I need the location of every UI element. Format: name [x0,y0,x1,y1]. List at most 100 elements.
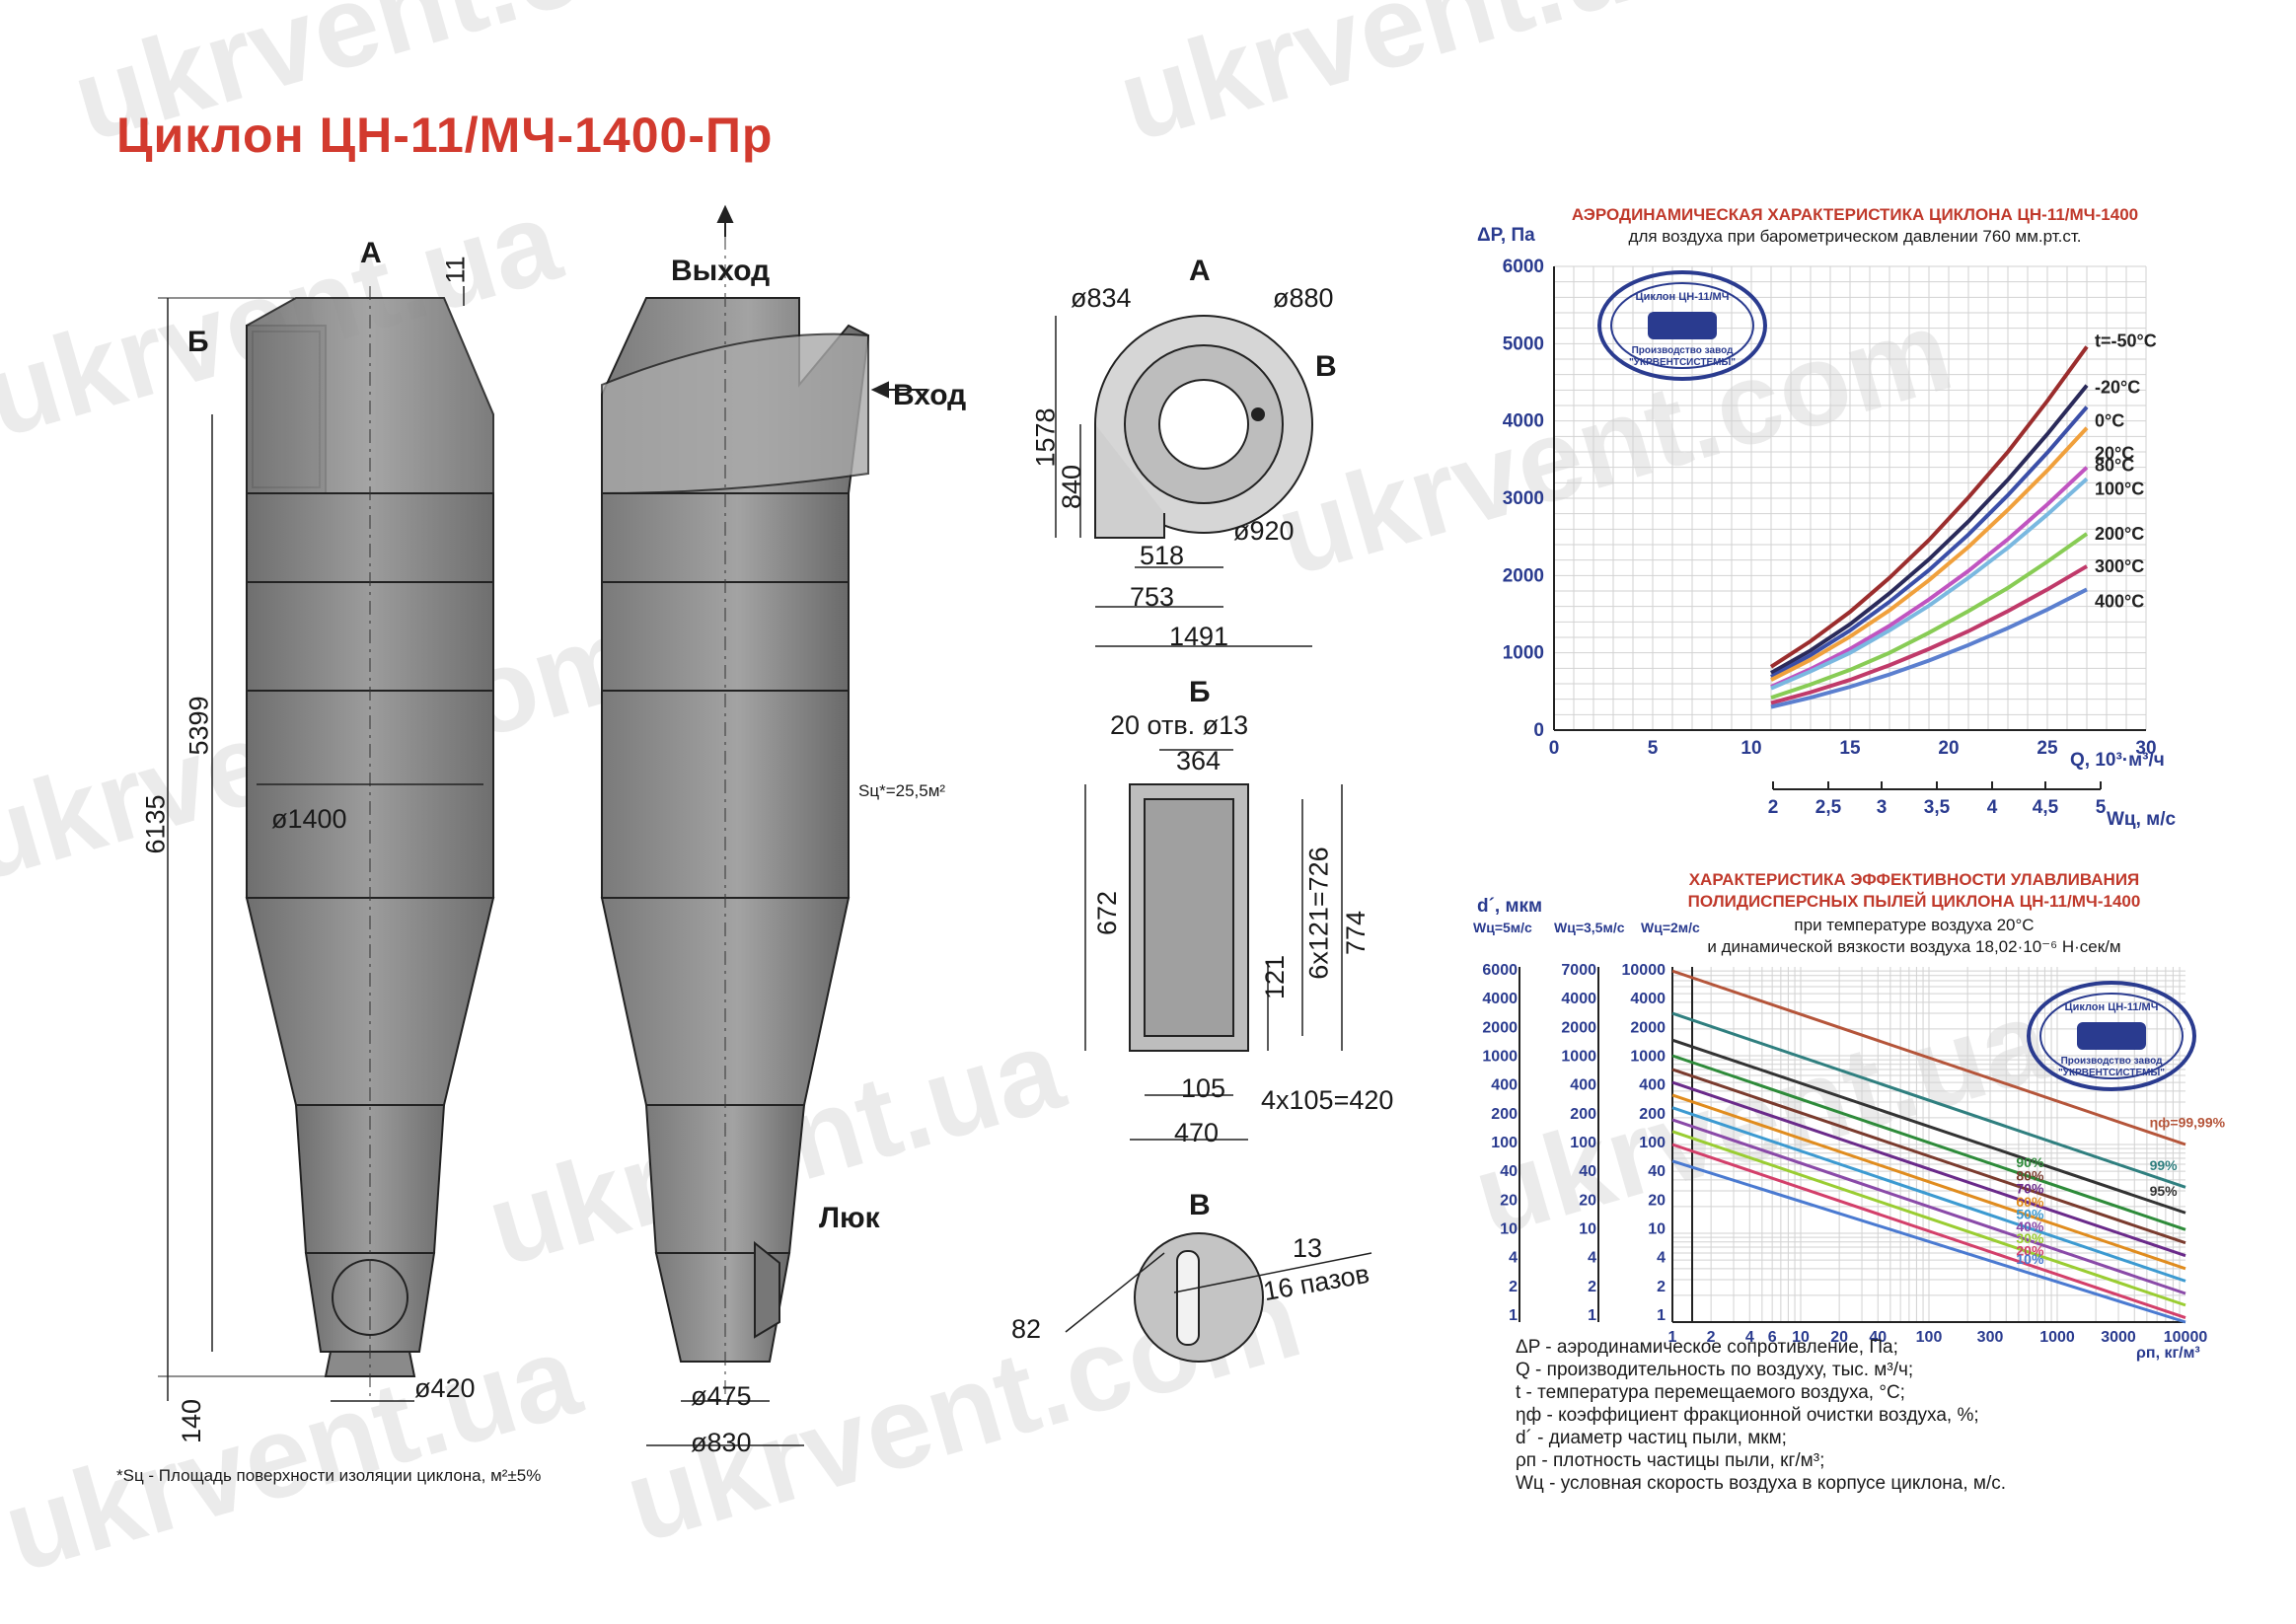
dim-d920: ø920 [1233,516,1295,546]
dim-6135: 6135 [140,794,171,854]
chart2-subtitle: при температуре воздуха 20°С [1794,916,2035,934]
series-label: 80% [2016,1168,2044,1184]
y-tick-label: 10 [1500,1221,1518,1238]
chart2-scale-5: Wц=5м/с [1473,920,1532,935]
series-label: 70% [2016,1181,2044,1197]
dim-d834: ø834 [1071,283,1132,313]
dim-774: 774 [1341,910,1371,956]
chart1-ylabel: ΔP, Па [1477,225,1535,246]
series-label: ηф=99,99% [2150,1115,2226,1131]
series-line [1671,1106,2186,1283]
y-tick-label: 400 [1639,1077,1666,1094]
x-tick-label: 1000 [2039,1329,2075,1346]
y-tick-label: 20 [1648,1192,1666,1209]
y-tick-label: 2 [1657,1279,1666,1295]
dim-82: 82 [1011,1314,1042,1344]
stamp-line-1: Циклон ЦН-11/МЧ [1636,291,1730,303]
stamp-line-3: "УКРВЕНТСИСТЕМЫ" [2058,1068,2165,1078]
y-tick-label: 2000 [1561,1019,1596,1036]
y-tick-label: 4 [1588,1250,1596,1267]
series-line [1770,587,2088,709]
x2-tick-label: 2,5 [1815,797,1842,818]
series-label: 400°С [2095,591,2144,611]
x-tick-label: 40 [1869,1329,1887,1346]
y-tick-label: 20 [1500,1192,1518,1209]
x-tick-label: 6 [1768,1329,1777,1346]
dim-holes: 20 отв. ø13 [1110,710,1249,740]
x-tick-label: 100 [1916,1329,1943,1346]
efficiency-chart: 6000400020001000400200100402010421700040… [1482,962,2225,1346]
surface-label: Sц*=25,5м² [858,781,946,800]
x-tick-label: 30 [2135,738,2156,759]
chart2-title2: ПОЛИДИСПЕРСНЫХ ПЫЛЕЙ ЦИКЛОНА ЦН-11/МЧ-14… [1687,892,2141,911]
series-label: 60% [2016,1194,2044,1210]
series-line [1671,1093,2186,1271]
view-label-a: А [360,237,382,269]
series-label: 90% [2016,1154,2044,1170]
dim-105: 105 [1181,1073,1226,1103]
chart2-xlabel: ρп, кг/м³ [2136,1345,2200,1362]
series-label: 30% [2016,1230,2044,1246]
dim-d420: ø420 [414,1373,476,1403]
stamp-line-2: Производство завод [2061,1056,2163,1067]
series-line [1671,1130,2186,1307]
x-tick-label: 20 [1938,738,1959,759]
y-tick-label: 4 [1657,1250,1666,1267]
y-tick-label: 4000 [1561,991,1596,1007]
view-label-c-marker: В [1315,350,1337,383]
series-line [1769,345,2089,669]
chart2-subtitle2: и динамической вязкости воздуха 18,02·10… [1707,937,2121,956]
dim-d475: ø475 [691,1381,752,1411]
y-tick-label: 10 [1579,1221,1596,1238]
view-a [1055,315,1313,647]
y-tick-label: 1000 [1561,1049,1596,1066]
x-tick-label: 3000 [2101,1329,2136,1346]
view-label-b-marker: Б [187,326,209,358]
y-tick-label: 6000 [1482,962,1518,979]
series-label: 40% [2016,1218,2044,1234]
x-tick-label: 5 [1648,738,1659,759]
hatch-label: Люк [819,1202,880,1234]
chart1-title: АЭРОДИНАМИЧЕСКАЯ ХАРАКТЕРИСТИКА ЦИКЛОНА … [1571,205,2139,224]
x-tick-label: 10000 [2164,1329,2208,1346]
y-tick-label: 400 [1570,1077,1596,1094]
front-view [158,286,495,1402]
x2-tick-label: 3,5 [1924,797,1951,818]
series-label: 80°С [2095,456,2134,476]
series-label: 99% [2150,1157,2179,1173]
stamp-line-3: "УКРВЕНТСИСТЕМЫ" [1629,357,1736,368]
series-label: 20% [2016,1243,2044,1259]
stamp-line-1: Циклон ЦН-11/МЧ [2065,1001,2159,1013]
dim-140: 140 [177,1398,207,1444]
x-tick-label: 0 [1549,738,1560,759]
y-tick-label: 4000 [1630,991,1666,1007]
y-tick-label: 5000 [1503,333,1544,354]
dim-13: 13 [1293,1233,1323,1263]
series-line [1671,1011,2186,1189]
series-label: 20°С [2095,444,2134,464]
x-tick-label: 2 [1707,1329,1716,1346]
series-line [1671,1118,2186,1295]
y-tick-label: 2000 [1503,565,1544,586]
series-line [1770,406,2089,679]
series-line [1770,532,2089,700]
chart1-x2label: Wц, м/с [2107,809,2177,830]
dim-518: 518 [1140,541,1185,570]
series-label: t=-50°С [2095,331,2157,350]
series-line [1770,466,2089,689]
dim-840: 840 [1057,464,1087,510]
series-line [1671,1159,2186,1324]
x2-tick-label: 4 [1987,797,1998,818]
chart1-subtitle: для воздуха при барометрическом давлении… [1628,227,2082,246]
y-tick-label: 100 [1491,1135,1518,1151]
series-line [1671,1038,2186,1215]
y-tick-label: 2000 [1482,1019,1518,1036]
chart2-ylabel: d´, мкм [1477,896,1543,917]
page-title: Циклон ЦН-11/МЧ-1400-Пр [116,108,774,163]
legend: ΔP - аэродинамическое сопротивление, Па;… [1516,1336,2006,1495]
y-tick-label: 2 [1588,1279,1596,1295]
series-line [1770,384,2089,675]
view-title-b: Б [1189,676,1211,708]
y-tick-label: 200 [1639,1106,1666,1123]
